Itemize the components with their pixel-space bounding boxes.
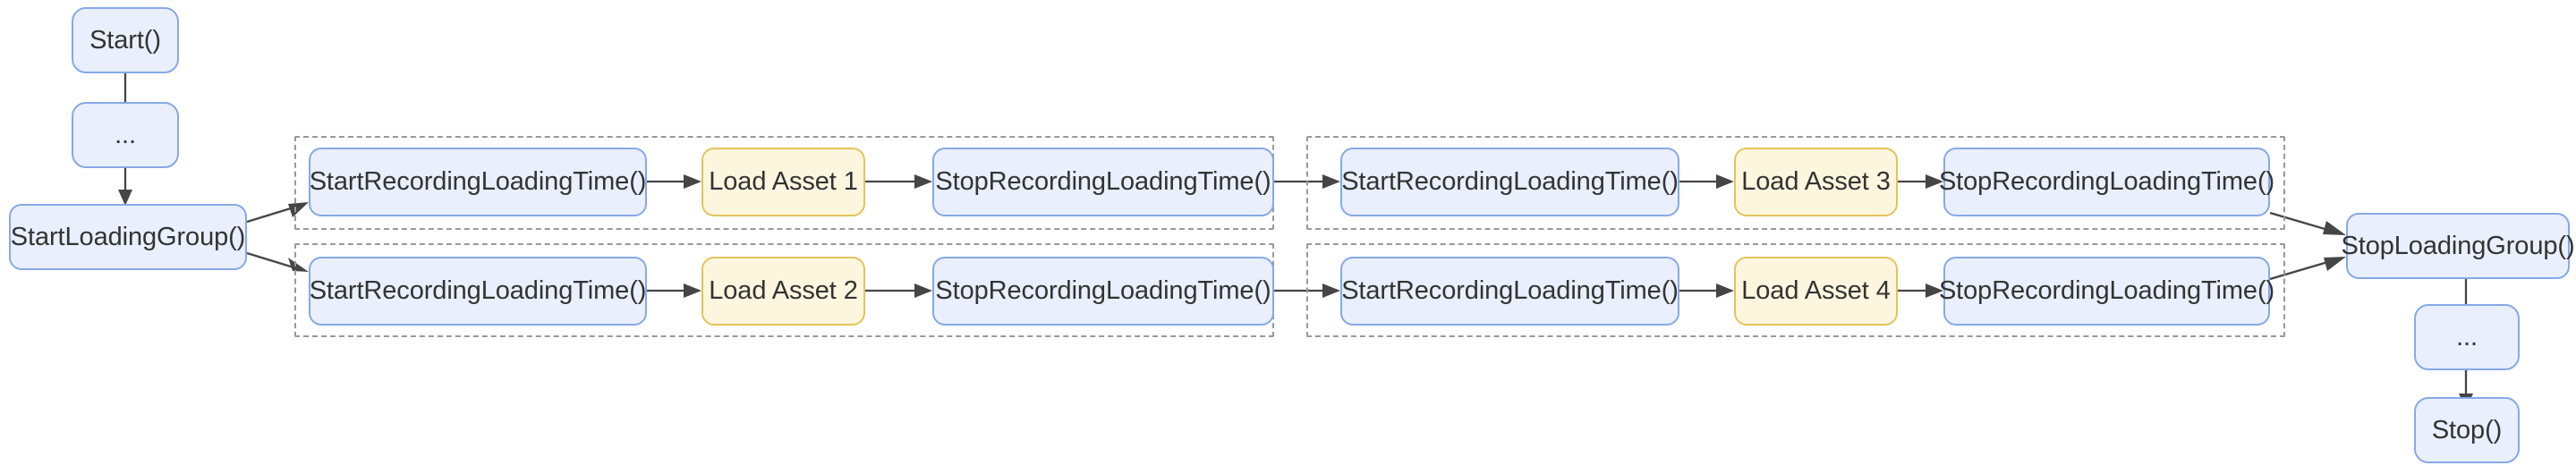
- node-g4-stop-recording-loading-time[interactable]: StopRecordingLoadingTime(): [1939, 257, 2274, 326]
- node-g3-stop-recording-loading-time[interactable]: StopRecordingLoadingTime(): [1939, 148, 2274, 216]
- node-g2-stop-recording-loading-time[interactable]: StopRecordingLoadingTime(): [932, 257, 1274, 326]
- node-start[interactable]: Start(): [72, 7, 179, 73]
- node-g1-start-recording-loading-time[interactable]: StartRecordingLoadingTime(): [309, 148, 647, 216]
- edge-ellipsis-to-startloadinggroup: [118, 168, 132, 206]
- node-start-loading-group[interactable]: StartLoadingGroup(): [9, 204, 247, 270]
- node-g4-start-recording-loading-time[interactable]: StartRecordingLoadingTime(): [1340, 257, 1679, 326]
- node-stop-loading-group[interactable]: StopLoadingGroup(): [2342, 213, 2575, 279]
- node-g1-stop-recording-loading-time[interactable]: StopRecordingLoadingTime(): [932, 148, 1274, 216]
- node-g2-start-recording-loading-time[interactable]: StartRecordingLoadingTime(): [309, 257, 647, 326]
- node-g1-load-asset[interactable]: Load Asset 1: [701, 148, 865, 216]
- node-g3-load-asset[interactable]: Load Asset 3: [1734, 148, 1898, 216]
- node-g3-start-recording-loading-time[interactable]: StartRecordingLoadingTime(): [1340, 148, 1679, 216]
- node-stop[interactable]: Stop(): [2414, 397, 2520, 463]
- subgraph-group-4: [1306, 243, 2285, 337]
- node-entry-ellipsis[interactable]: ...: [72, 102, 179, 168]
- node-g4-load-asset[interactable]: Load Asset 4: [1734, 257, 1898, 326]
- subgraph-group-3: [1306, 136, 2285, 230]
- node-exit-ellipsis[interactable]: ...: [2414, 304, 2520, 370]
- node-g2-load-asset[interactable]: Load Asset 2: [701, 257, 865, 326]
